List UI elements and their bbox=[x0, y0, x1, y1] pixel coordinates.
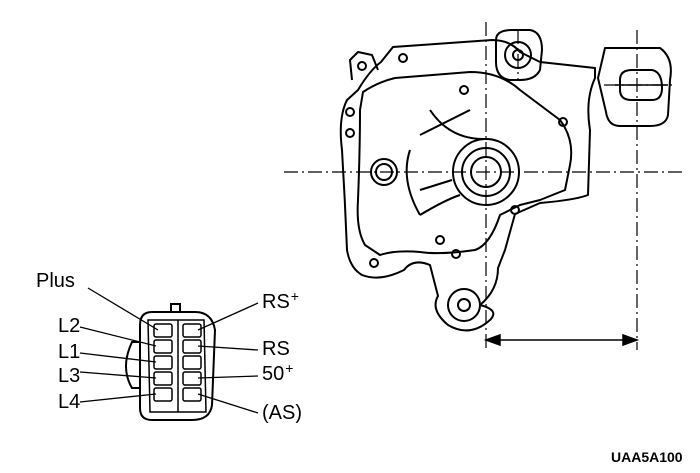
connector-terminals-right bbox=[182, 323, 202, 402]
leader-lines bbox=[79, 287, 259, 414]
label-rs-plus-base: RS bbox=[262, 291, 290, 313]
label-l4: L4 bbox=[58, 391, 81, 413]
label-50-plus: 50+ bbox=[262, 361, 293, 385]
switch-body bbox=[339, 29, 672, 332]
label-50-plus-sup: + bbox=[285, 360, 294, 376]
label-plus: Plus bbox=[36, 270, 75, 292]
figure-code: UAA5A100 bbox=[611, 449, 683, 465]
label-l1: L1 bbox=[58, 341, 81, 363]
label-l3: L3 bbox=[58, 365, 81, 387]
label-rs: RS bbox=[262, 338, 290, 360]
label-l2: L2 bbox=[58, 315, 81, 337]
center-lines bbox=[284, 22, 682, 350]
label-rs-plus-sup: + bbox=[290, 288, 299, 304]
label-50-plus-base: 50 bbox=[262, 363, 285, 385]
label-as: (AS) bbox=[262, 402, 302, 424]
connector-terminals-left bbox=[153, 323, 173, 402]
label-rs-plus: RS+ bbox=[262, 289, 299, 313]
dimension-arrow bbox=[483, 333, 640, 347]
